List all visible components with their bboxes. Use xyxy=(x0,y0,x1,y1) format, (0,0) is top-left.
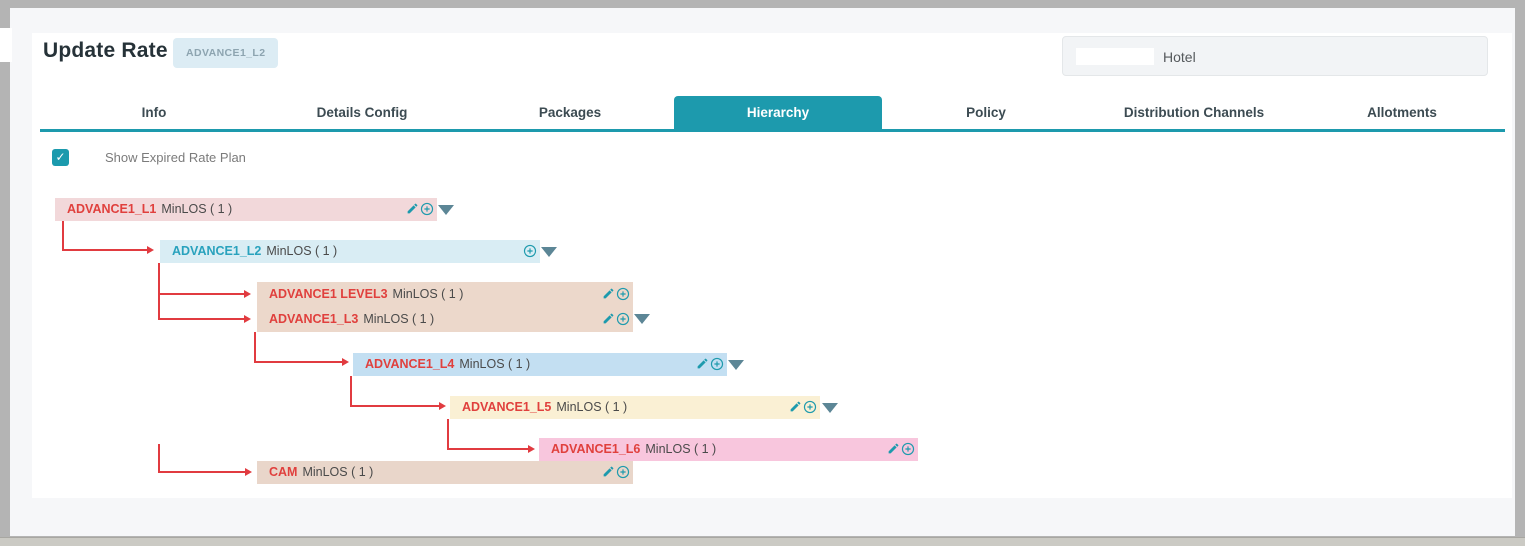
add-child-icon[interactable] xyxy=(803,400,817,414)
edit-icon[interactable] xyxy=(406,202,419,215)
rate-plan-details: MinLOS ( 1 ) xyxy=(645,442,717,456)
show-expired-checkbox[interactable]: ✓ xyxy=(52,149,69,166)
connector-line xyxy=(254,361,345,363)
connector-arrow-icon xyxy=(245,468,252,476)
rate-plan-name: ADVANCE1_L6 xyxy=(551,442,641,456)
edit-icon[interactable] xyxy=(602,287,615,300)
edit-icon[interactable] xyxy=(887,442,900,455)
rate-plan-name: ADVANCE1_L2 xyxy=(172,244,262,258)
connector-arrow-icon xyxy=(439,402,446,410)
tab-policy[interactable]: Policy xyxy=(882,96,1090,129)
connector-line xyxy=(158,318,247,320)
hotel-selector[interactable]: Hotel xyxy=(1062,36,1488,76)
rate-plan-node-advance1-l1[interactable]: ADVANCE1_L1 MinLOS ( 1 ) xyxy=(55,198,437,221)
left-edge-notch xyxy=(0,28,12,62)
connector-line xyxy=(62,221,64,251)
edit-icon[interactable] xyxy=(789,400,802,413)
add-child-icon[interactable] xyxy=(710,357,724,371)
tab-info[interactable]: Info xyxy=(50,96,258,129)
connector-line xyxy=(447,419,449,450)
hotel-label: Hotel xyxy=(1163,49,1196,65)
rate-plan-details: MinLOS ( 1 ) xyxy=(363,312,435,326)
rate-plan-name: ADVANCE1_L3 xyxy=(269,312,359,326)
edit-icon[interactable] xyxy=(602,312,615,325)
connector-arrow-icon xyxy=(147,246,154,254)
tab-distribution-channels[interactable]: Distribution Channels xyxy=(1090,96,1298,129)
tab-bar: Info Details Config Packages Hierarchy P… xyxy=(40,96,1506,132)
connector-line xyxy=(350,376,352,407)
rate-plan-details: MinLOS ( 1 ) xyxy=(266,244,338,258)
connector-line xyxy=(254,332,256,363)
collapse-toggle-icon[interactable] xyxy=(438,205,454,215)
collapse-toggle-icon[interactable] xyxy=(541,247,557,257)
connector-arrow-icon xyxy=(528,445,535,453)
add-child-icon[interactable] xyxy=(523,244,537,258)
rate-plan-node-advance1-l6[interactable]: ADVANCE1_L6 MinLOS ( 1 ) xyxy=(539,438,918,461)
collapse-toggle-icon[interactable] xyxy=(822,403,838,413)
rate-plan-name: ADVANCE1_L1 xyxy=(67,202,157,216)
tab-allotments[interactable]: Allotments xyxy=(1298,96,1506,129)
rate-plan-node-advance1-l5[interactable]: ADVANCE1_L5 MinLOS ( 1 ) xyxy=(450,396,820,419)
page-background: Update Rate Plan ADVANCE1_L2 Hotel Info … xyxy=(10,8,1515,536)
rate-plan-details: MinLOS ( 1 ) xyxy=(161,202,233,216)
add-child-icon[interactable] xyxy=(616,312,630,326)
connector-line xyxy=(158,263,160,320)
rate-plan-name: ADVANCE1_L5 xyxy=(462,400,552,414)
connector-line xyxy=(62,249,150,251)
rate-plan-details: MinLOS ( 1 ) xyxy=(392,287,464,301)
connector-arrow-icon xyxy=(244,315,251,323)
collapse-toggle-icon[interactable] xyxy=(728,360,744,370)
bottom-scrollbar-track[interactable] xyxy=(0,537,1525,546)
connector-arrow-icon xyxy=(342,358,349,366)
rate-plan-node-advance1-level3[interactable]: ADVANCE1 LEVEL3 MinLOS ( 1 ) xyxy=(257,282,633,307)
rate-plan-node-advance1-l2[interactable]: ADVANCE1_L2 MinLOS ( 1 ) xyxy=(160,240,540,263)
add-child-icon[interactable] xyxy=(420,202,434,216)
connector-arrow-icon xyxy=(244,290,251,298)
rate-plan-badge: ADVANCE1_L2 xyxy=(173,38,279,68)
edit-icon[interactable] xyxy=(602,465,615,478)
rate-plan-details: MinLOS ( 1 ) xyxy=(302,465,374,479)
connector-line xyxy=(158,293,247,295)
rate-plan-node-cam[interactable]: CAM MinLOS ( 1 ) xyxy=(257,461,633,484)
rate-plan-node-advance1-l4[interactable]: ADVANCE1_L4 MinLOS ( 1 ) xyxy=(353,353,727,376)
show-expired-label: Show Expired Rate Plan xyxy=(105,150,246,165)
tab-hierarchy[interactable]: Hierarchy xyxy=(674,96,882,129)
hotel-name-redacted xyxy=(1076,48,1154,65)
edit-icon[interactable] xyxy=(696,357,709,370)
tab-details-config[interactable]: Details Config xyxy=(258,96,466,129)
connector-line xyxy=(350,405,442,407)
rate-plan-details: MinLOS ( 1 ) xyxy=(556,400,628,414)
connector-line xyxy=(447,448,531,450)
rate-plan-name: ADVANCE1 LEVEL3 xyxy=(269,287,388,301)
rate-plan-name: CAM xyxy=(269,465,298,479)
content-card: Update Rate Plan ADVANCE1_L2 Hotel Info … xyxy=(32,33,1512,498)
add-child-icon[interactable] xyxy=(616,465,630,479)
rate-plan-name: ADVANCE1_L4 xyxy=(365,357,455,371)
connector-line xyxy=(158,471,248,473)
rate-plan-node-advance1-l3[interactable]: ADVANCE1_L3 MinLOS ( 1 ) xyxy=(257,307,633,332)
add-child-icon[interactable] xyxy=(616,287,630,301)
tab-packages[interactable]: Packages xyxy=(466,96,674,129)
collapse-toggle-icon[interactable] xyxy=(634,314,650,324)
add-child-icon[interactable] xyxy=(901,442,915,456)
rate-plan-details: MinLOS ( 1 ) xyxy=(459,357,531,371)
connector-line xyxy=(158,444,160,473)
